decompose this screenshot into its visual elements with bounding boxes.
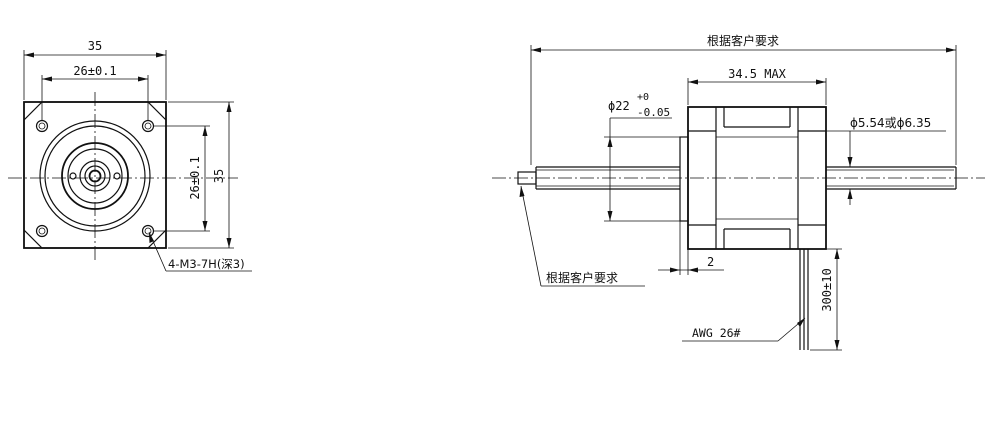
front-view: 35 26±0.1 26±0.1 35 4-M3-7H(深3) [8, 39, 252, 272]
side-dim-boss-length: 2 [707, 255, 714, 269]
front-hole-callout: 4-M3-7H(深3) [168, 257, 245, 271]
side-dim-overall: 根据客户要求 [707, 33, 779, 48]
boss-circles [39, 120, 151, 232]
side-dim-shaft: ϕ5.54或ϕ6.35 [850, 116, 931, 130]
front-dim-height-outer: 35 [212, 169, 226, 183]
side-wire-label: AWG 26# [692, 326, 741, 340]
front-dim-height-holes: 26±0.1 [188, 156, 202, 199]
side-dim-boss-tol-lower: -0.05 [637, 106, 670, 119]
mounting-holes [35, 119, 155, 238]
motor-boss [679, 136, 689, 222]
side-view: 根据客户要求 34.5 MAX ϕ22 +0 -0.05 ϕ5.54或ϕ6.35… [492, 33, 985, 351]
side-dim-boss-main: ϕ22 [608, 99, 630, 113]
side-dim-boss-tol-upper: +0 [637, 92, 649, 103]
front-dim-width-holes: 26±0.1 [73, 64, 116, 78]
side-dim-body: 34.5 MAX [728, 67, 787, 81]
lead-wires [799, 249, 809, 350]
shaft-right [826, 166, 957, 190]
side-dim-shaft-end: 根据客户要求 [546, 270, 618, 285]
front-dim-width-outer: 35 [88, 39, 102, 53]
side-dim-lead-length: 300±10 [820, 268, 834, 311]
shaft-left [517, 166, 680, 190]
motor-body [687, 106, 827, 250]
